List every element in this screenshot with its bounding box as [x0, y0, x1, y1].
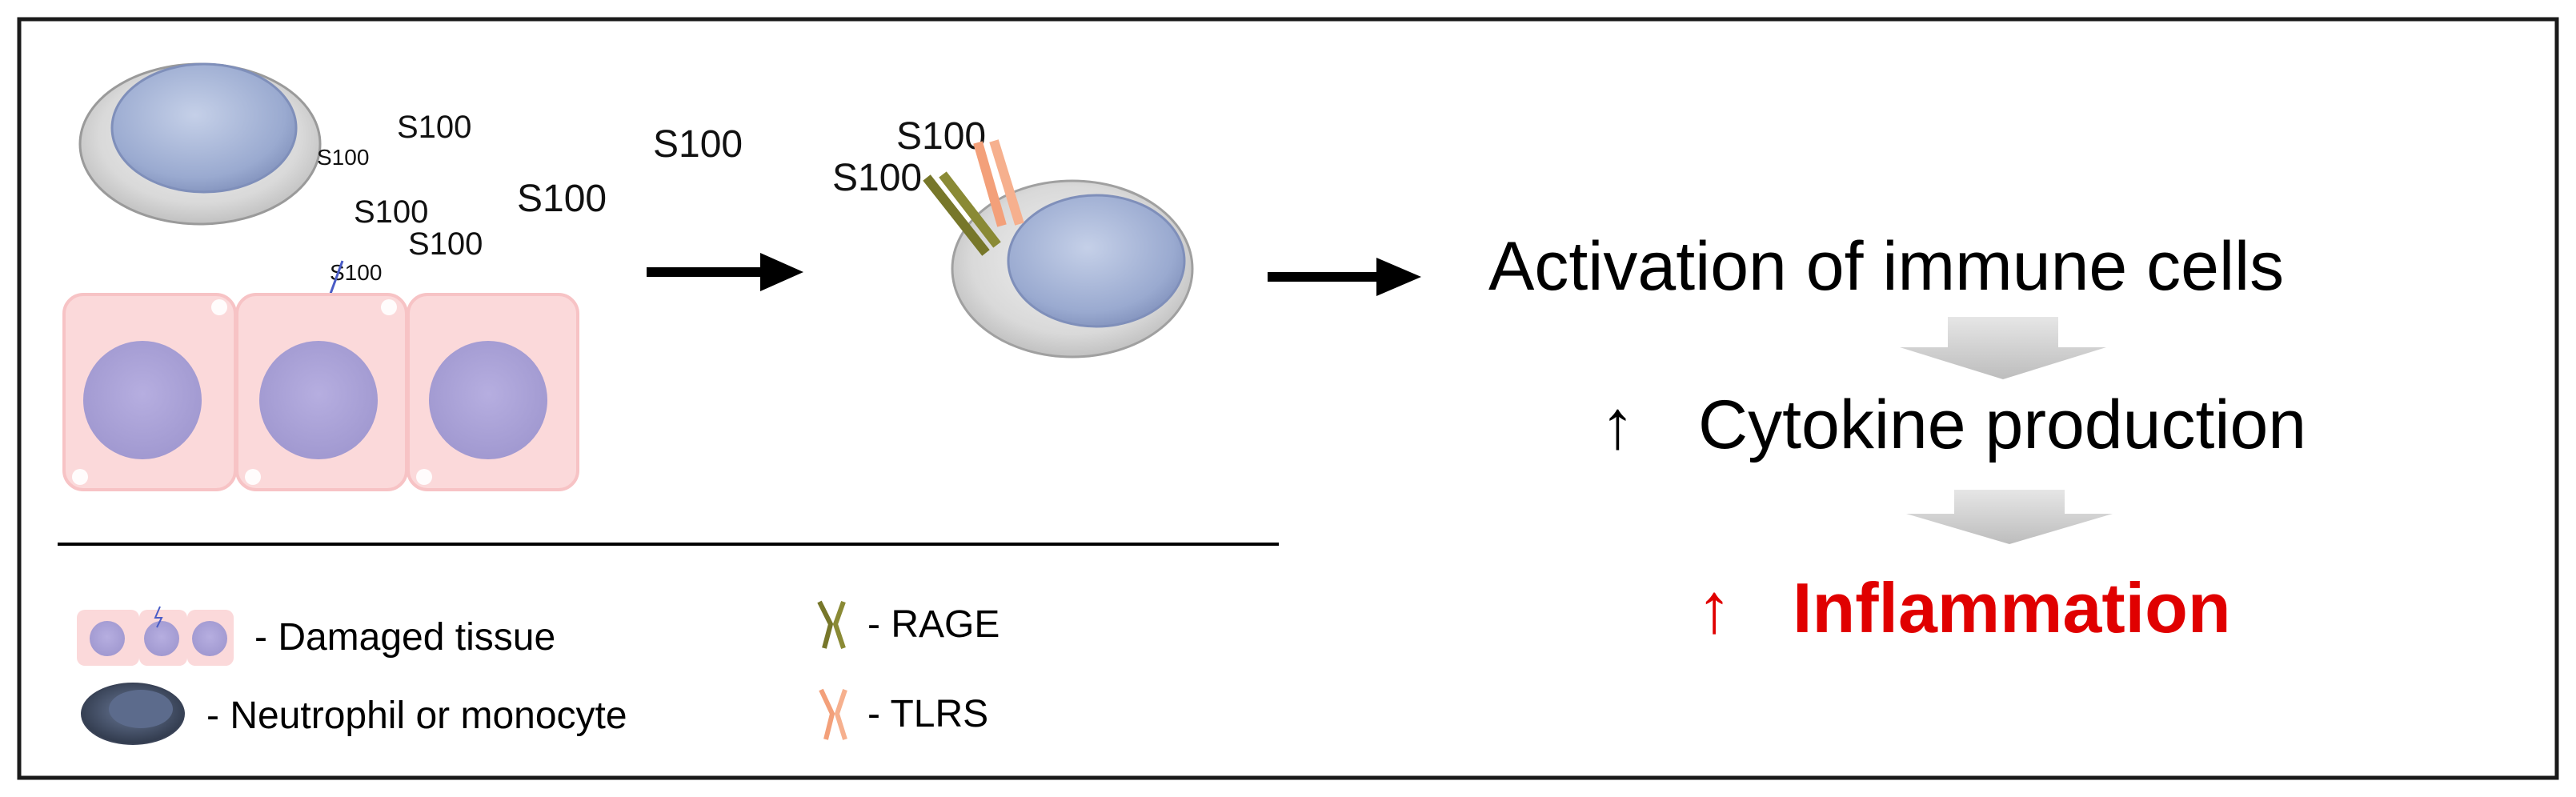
- s100-label: S100: [653, 123, 743, 166]
- flow-step-activation: Activation of immune cells: [1488, 228, 2284, 305]
- s100-label: S100: [832, 157, 922, 199]
- immune-cell-middle: [951, 179, 1194, 358]
- s100-label: S100: [397, 110, 471, 145]
- flow-up-arrow: ↑: [1600, 386, 1635, 463]
- tlrs-receptor-icon: [973, 139, 1024, 227]
- down-arrow-icon: [1900, 317, 2106, 379]
- down-arrow-icon: [1906, 490, 2113, 544]
- s100-label: S100: [354, 194, 428, 230]
- flow-step-cytokine: Cytokine production: [1698, 386, 2306, 463]
- legend-label-tlrs: - TLRS: [867, 693, 988, 735]
- legend-label-rage: - RAGE: [867, 603, 1000, 646]
- legend-label-damaged-tissue: - Damaged tissue: [254, 616, 555, 659]
- legend-immune-cell-swatch: [81, 683, 185, 745]
- legend-damaged-tissue-swatch: [77, 606, 234, 666]
- s100-label: S100: [896, 115, 986, 158]
- legend-tlrs-icon: [819, 688, 847, 740]
- outer-border: [17, 17, 2559, 780]
- immune-cell-top: [78, 62, 322, 226]
- legend-rage-icon: [817, 600, 846, 649]
- flow-step-inflammation: Inflammation: [1793, 568, 2231, 647]
- s100-label: S100: [517, 178, 607, 220]
- arrow-right-icon: [1268, 258, 1421, 296]
- s100-label: S100: [408, 226, 483, 262]
- arrow-right-icon: [647, 253, 803, 291]
- s100-label: S100: [317, 145, 369, 170]
- rage-receptor-icon: [923, 171, 1001, 256]
- legend-label-immune-cell: - Neutrophil or monocyte: [206, 695, 627, 737]
- damaged-tissue: [62, 293, 579, 491]
- flow-up-arrow-red: ↑: [1697, 568, 1732, 647]
